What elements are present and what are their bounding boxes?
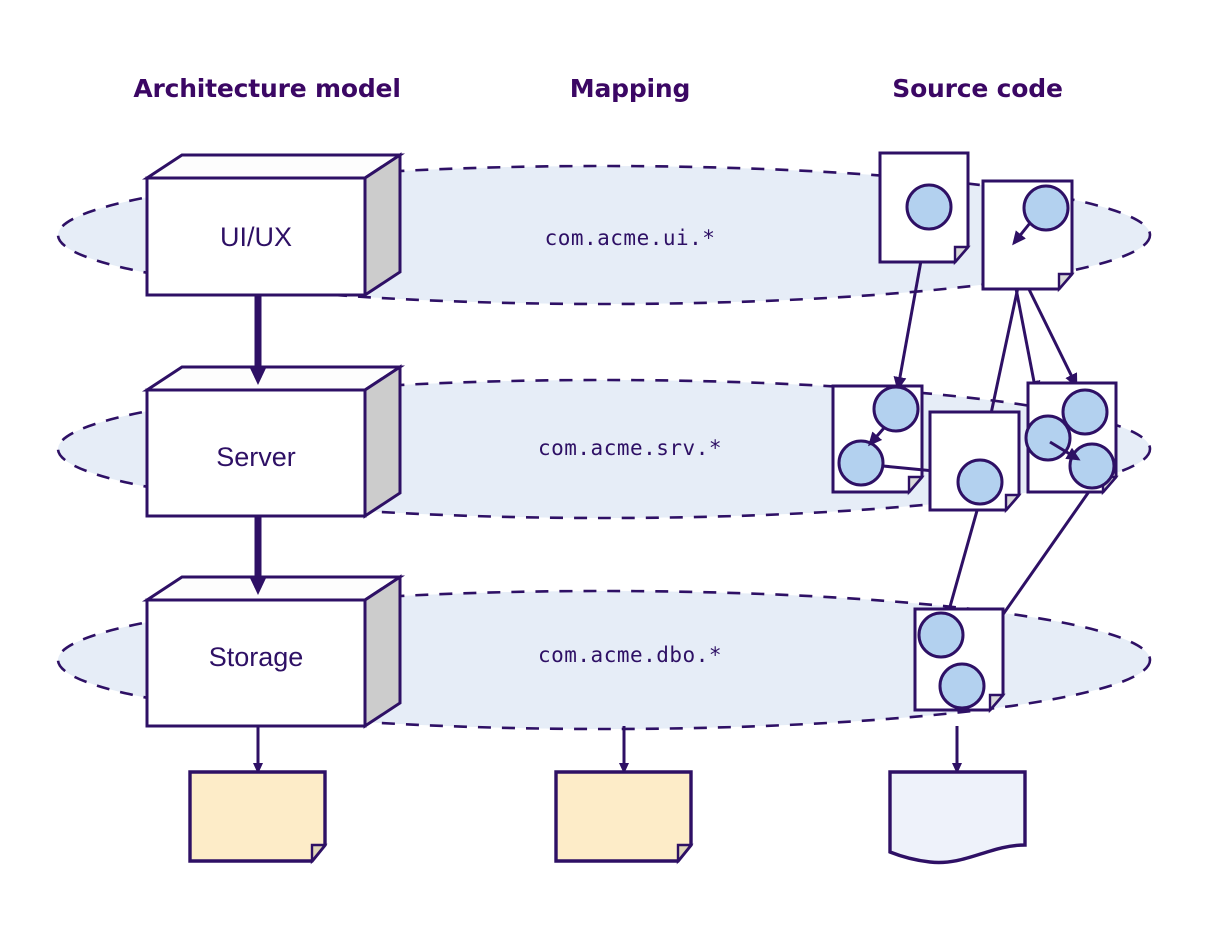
artifact-architecture-note[interactable] (188, 770, 328, 865)
architecture-box-label-storage: Storage (208, 642, 304, 672)
dependency-arrow-ui2-to-srv3b (1012, 277, 1041, 395)
code-element-circle[interactable] (917, 611, 965, 659)
file-fold-corner (1004, 493, 1022, 514)
column-header-architecture-model: Architecture model (133, 74, 401, 103)
code-element-circle[interactable] (1024, 414, 1072, 462)
column-header-mapping: Mapping (569, 74, 691, 103)
note-body (554, 770, 693, 863)
code-element-circle[interactable] (1061, 388, 1109, 436)
architecture-box-ui-ux[interactable] (141, 152, 406, 298)
mapping-label-ui-ux: com.acme.ui.* (544, 226, 716, 250)
mapping-label-storage: com.acme.dbo.* (537, 643, 722, 667)
artifact-source-document[interactable] (888, 770, 1027, 865)
file-fold-corner (988, 693, 1006, 714)
column-header-source-code: Source code (892, 74, 1063, 103)
code-element-circle[interactable] (872, 385, 920, 433)
dependency-arrow-ui2-to-srv3 (1019, 272, 1078, 388)
source-file-ui-1[interactable] (878, 151, 971, 266)
note-body (188, 770, 327, 863)
source-file-srv-3[interactable] (1024, 381, 1119, 496)
note-fold-corner (676, 843, 694, 865)
box-front-face-storage (145, 598, 367, 728)
source-file-srv-1[interactable] (831, 384, 958, 496)
internal-dependency-arrow (1012, 222, 1032, 246)
box-top-face-server (141, 365, 406, 392)
architecture-box-storage[interactable] (141, 574, 406, 729)
mapping-label-server: com.acme.srv.* (537, 436, 722, 460)
box-top-face-storage (141, 575, 406, 602)
dependency-arrow-srv2-to-dbo1 (940, 499, 982, 631)
architecture-box-server[interactable] (141, 364, 406, 519)
file-fold-corner (1057, 272, 1075, 293)
code-element-circle[interactable] (837, 439, 885, 487)
note-fold-corner (310, 843, 328, 865)
box-side-face-storage (363, 574, 402, 729)
box-side-face-ui-ux (363, 152, 402, 298)
internal-dependency-arrow (1049, 440, 1081, 461)
box-side-face-server (363, 364, 402, 519)
artifact-mapping-note[interactable] (554, 770, 694, 865)
source-file-ui-2[interactable] (981, 179, 1075, 293)
code-element-circle[interactable] (905, 183, 953, 231)
code-element-circle[interactable] (938, 662, 986, 710)
internal-dependency-arrow (868, 427, 886, 447)
source-file-srv-2[interactable] (928, 410, 1022, 514)
box-top-face-ui-ux (141, 153, 406, 180)
source-file-dbo-1[interactable] (913, 607, 1006, 714)
code-element-circle[interactable] (1022, 184, 1070, 232)
code-element-circle[interactable] (956, 458, 1004, 506)
file-fold-corner (953, 245, 971, 266)
architecture-box-label-server: Server (216, 442, 296, 472)
architecture-box-label-ui-ux: UI/UX (219, 222, 292, 252)
document-body (888, 770, 1027, 865)
file-fold-corner (907, 475, 925, 496)
code-element-circle[interactable] (1068, 442, 1116, 490)
